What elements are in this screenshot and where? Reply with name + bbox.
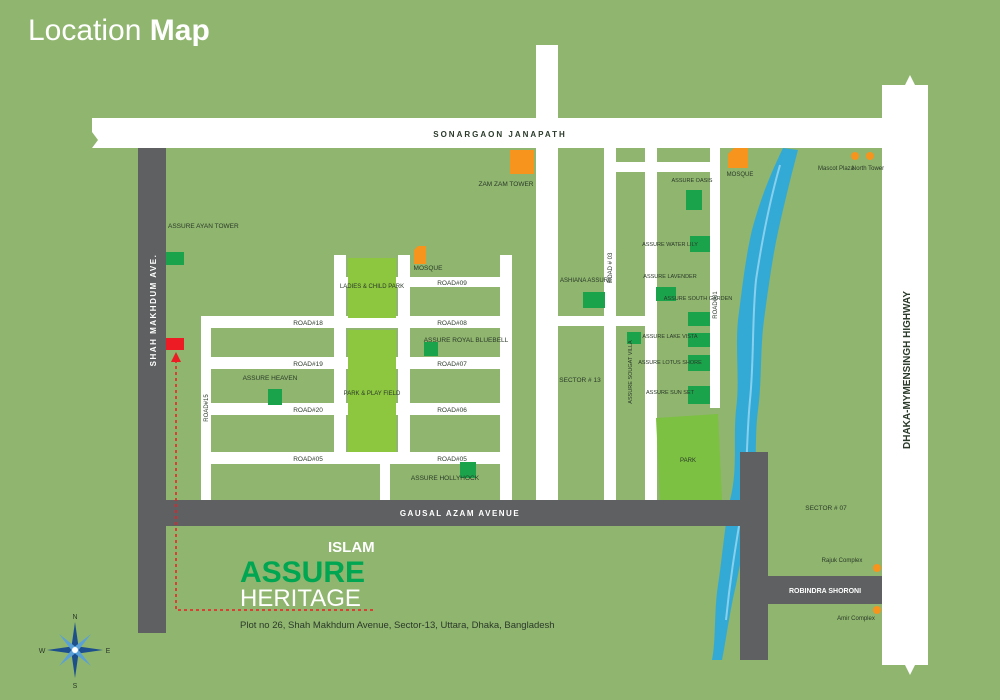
dhaka-mymensingh-highway bbox=[882, 75, 928, 675]
compass-s: S bbox=[73, 683, 78, 690]
building-sun-set bbox=[688, 386, 710, 404]
map-title: Location Map bbox=[28, 14, 210, 47]
label-shah-makhdum: SHAH MAKHDUM AVE. bbox=[149, 254, 158, 367]
road-east-short bbox=[710, 148, 720, 408]
label-robindra-shoroni: ROBINDRA SHORONI bbox=[789, 588, 861, 595]
label-road-18: ROAD#18 bbox=[293, 320, 323, 327]
compass-n: N bbox=[72, 614, 77, 621]
building-lavender bbox=[656, 287, 676, 301]
road-09-strip bbox=[334, 277, 512, 287]
label-road-19: ROAD#19 bbox=[293, 361, 323, 368]
road-sector13-top bbox=[616, 162, 720, 172]
label-road-03: ROAD # 03 bbox=[608, 252, 614, 283]
label-water-lily: ASSURE WATER LILY bbox=[642, 242, 698, 248]
label-sector13: SECTOR # 13 bbox=[559, 377, 601, 384]
shah-makhdum-avenue bbox=[138, 148, 166, 633]
label-lotus-shore: ASSURE LOTUS SHORE bbox=[638, 360, 702, 366]
road-short-vert bbox=[380, 460, 390, 500]
label-road-01: ROAD#01 bbox=[713, 291, 719, 319]
building-lotus-shore bbox=[688, 355, 710, 371]
zam-zam-tower-marker bbox=[510, 150, 534, 174]
amir-complex-dot bbox=[873, 606, 881, 614]
label-mosque-2: MOSQUE bbox=[727, 172, 754, 178]
label-lavender: ASSURE LAVENDER bbox=[643, 274, 696, 280]
building-hollyhock bbox=[460, 462, 476, 478]
route-arrow-icon bbox=[171, 352, 181, 362]
label-ashiana: ASHIANA ASSURE bbox=[560, 278, 612, 284]
building-ayan-tower bbox=[166, 252, 184, 265]
building-assure-heaven bbox=[268, 389, 282, 405]
label-rajuk-complex: Rajuk Complex bbox=[822, 558, 863, 564]
building-oasis bbox=[686, 190, 702, 210]
label-assure-oasis: ASSURE OASIS bbox=[672, 178, 713, 184]
road-sector13-mid bbox=[558, 316, 648, 326]
building-royal-bluebell bbox=[424, 342, 438, 356]
label-sun-set: ASSURE SUN SET bbox=[646, 390, 695, 396]
mascot-plaza-dot bbox=[851, 152, 859, 160]
label-road-20: ROAD#20 bbox=[293, 407, 323, 414]
road-east-dark bbox=[740, 452, 768, 660]
label-road-05b: ROAD#05 bbox=[437, 456, 467, 463]
label-road-07: ROAD#07 bbox=[437, 361, 467, 368]
road-05-strip bbox=[201, 452, 512, 464]
label-sougat-villa: ASSURE SOUGAT VILLA bbox=[628, 340, 634, 404]
label-ayan-tower: ASSURE AYAN TOWER bbox=[168, 223, 239, 230]
label-dhaka-mymensingh: DHAKA-MYMENSINGH HIGHWAY bbox=[902, 291, 913, 449]
brand-heritage: HERITAGE bbox=[240, 585, 361, 612]
label-assure-heaven: ASSURE HEAVEN bbox=[243, 375, 298, 382]
rajuk-complex-dot bbox=[873, 564, 881, 572]
building-water-lily bbox=[690, 236, 710, 252]
label-mascot-plaza: Mascot Plaza bbox=[818, 166, 855, 172]
building-sougat-villa bbox=[627, 332, 641, 344]
road-18-strip bbox=[201, 316, 512, 328]
label-lake-vista: ASSURE LAKE VISTA bbox=[642, 334, 698, 340]
compass-w: W bbox=[39, 648, 46, 655]
ladies-child-park bbox=[348, 258, 396, 318]
lake-highlight bbox=[725, 164, 781, 621]
label-road-05a: ROAD#05 bbox=[293, 456, 323, 463]
label-hollyhock: ASSURE HOLLYHOCK bbox=[411, 475, 480, 482]
robindra-shoroni-road bbox=[766, 576, 884, 604]
site-marker bbox=[166, 338, 184, 350]
mosque-1-icon bbox=[414, 246, 426, 264]
building-ashiana bbox=[583, 292, 605, 308]
brand-islam: ISLAM bbox=[328, 539, 375, 556]
road-01 bbox=[645, 148, 657, 500]
park-play-field bbox=[348, 330, 396, 452]
label-amir-complex: Amir Complex bbox=[837, 616, 875, 622]
mosque-2-icon bbox=[728, 148, 748, 168]
label-north-tower: North Tower bbox=[852, 166, 884, 172]
building-south-garden bbox=[688, 312, 710, 326]
label-royal-bluebell: ASSURE ROYAL BLUEBELL bbox=[424, 337, 509, 344]
label-sonargaon: SONARGAON JANAPATH bbox=[433, 130, 566, 139]
road-east-bottom bbox=[740, 452, 768, 462]
label-south-garden: ASSURE SOUTH GARDEN bbox=[664, 296, 732, 302]
label-park: PARK bbox=[680, 458, 696, 464]
label-mosque-1: MOSQUE bbox=[414, 265, 444, 272]
label-sector07: SECTOR # 07 bbox=[805, 505, 847, 512]
label-road-06: ROAD#06 bbox=[437, 407, 467, 414]
compass-e: E bbox=[106, 648, 111, 655]
building-lake-vista bbox=[688, 333, 710, 347]
compass-rose-icon: N S E W bbox=[39, 614, 111, 690]
label-road-15: ROAD#15 bbox=[204, 394, 210, 422]
sonargaon-janapath-road bbox=[92, 110, 925, 155]
brand-assure: ASSURE bbox=[240, 556, 365, 589]
label-road-09: ROAD#09 bbox=[437, 280, 467, 287]
lake bbox=[712, 148, 798, 660]
gausal-azam-avenue bbox=[166, 500, 766, 526]
label-road-08: ROAD#08 bbox=[437, 320, 467, 327]
brand-address: Plot no 26, Shah Makhdum Avenue, Sector-… bbox=[240, 620, 555, 631]
label-ladies-park: LADIES & CHILD PARK bbox=[340, 284, 404, 290]
label-zam-zam: ZAM ZAM TOWER bbox=[478, 181, 533, 188]
north-tower-dot bbox=[866, 152, 874, 160]
park-east bbox=[656, 414, 722, 500]
label-gausal-azam: GAUSAL AZAM AVENUE bbox=[400, 509, 520, 518]
vertical-road-center bbox=[536, 45, 558, 500]
label-park-play: PARK & PLAY FIELD bbox=[344, 391, 401, 397]
